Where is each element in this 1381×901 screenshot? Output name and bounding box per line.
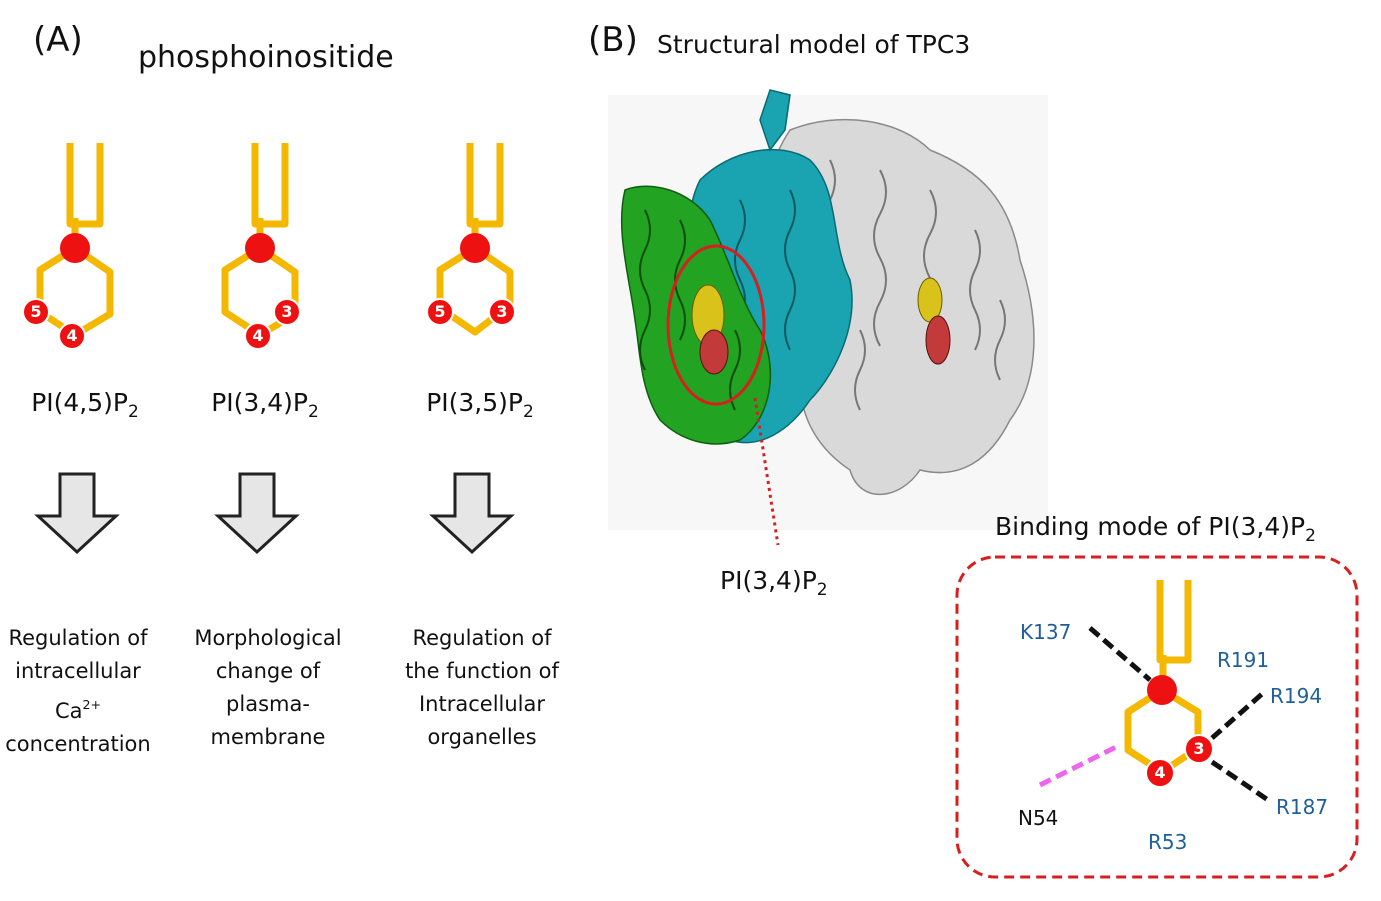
interaction-k137 — [1088, 626, 1152, 682]
interaction-r194 — [1210, 692, 1264, 740]
bound-pip-ligand-left — [691, 284, 729, 375]
down-arrow-2 — [214, 472, 300, 555]
cyan-domain-detail — [734, 189, 796, 351]
inositol-phosphate-head-2 — [245, 233, 275, 263]
pip-name-3: PI(3,5)P2 — [426, 388, 534, 422]
position-number-2b: 3 — [281, 302, 293, 321]
panel-a-title: phosphoinositide — [138, 40, 394, 75]
pip-function-3: Regulation of the function of Intracellu… — [405, 626, 559, 749]
inositol-phosphate-head-3 — [460, 233, 490, 263]
binding-phosphate-4 — [1145, 758, 1175, 788]
binding-phosphate-3 — [1184, 734, 1214, 764]
residue-r53: R53 — [1148, 830, 1188, 854]
interaction-n54 — [1038, 743, 1120, 788]
ligand-callout-label: PI(3,4)P2 — [720, 566, 828, 600]
pip-function-1: Regulation of intracellular Ca2+ concent… — [5, 626, 151, 756]
position-number-3b: 3 — [496, 302, 508, 321]
panel-a-label: (A) — [33, 20, 83, 60]
residue-r194: R194 — [1270, 684, 1323, 708]
bound-pip-ligand-right — [917, 277, 951, 365]
pip-function-2: Morphological change of plasma-membrane — [194, 626, 342, 749]
phosphate-position-3a — [426, 298, 454, 326]
residue-r191: R191 — [1217, 648, 1270, 672]
interaction-r187 — [1210, 759, 1270, 803]
binding-mode-title: Binding mode of PI(3,4)P2 — [995, 512, 1316, 546]
binding-site-highlight — [666, 244, 766, 406]
pip-name-1: PI(4,5)P2 — [31, 388, 139, 422]
binding-mode-box — [955, 555, 1359, 879]
position-number-2a: 4 — [252, 326, 264, 345]
phosphate-position-1b — [58, 322, 86, 350]
down-arrow-1 — [34, 472, 120, 555]
phosphate-position-2a — [244, 322, 272, 350]
binding-position-number-4: 4 — [1154, 763, 1166, 782]
phosphate-position-3b — [488, 298, 516, 326]
panel-b-label: (B) — [588, 20, 638, 60]
position-number-1b: 4 — [66, 326, 78, 345]
position-number-3a: 5 — [434, 302, 446, 321]
residue-n54: N54 — [1018, 806, 1059, 830]
residue-r187: R187 — [1276, 795, 1329, 819]
pip-name-2: PI(3,4)P2 — [211, 388, 319, 422]
phosphate-position-1a — [22, 298, 50, 326]
panel-b-title: Structural model of TPC3 — [657, 30, 971, 59]
position-number-1a: 5 — [30, 302, 42, 321]
residue-k137: K137 — [1020, 620, 1072, 644]
phosphate-position-2b — [273, 298, 301, 326]
binding-phosphate-head — [1147, 675, 1177, 705]
binding-position-number-3: 3 — [1193, 739, 1205, 758]
down-arrow-3 — [429, 472, 515, 555]
inositol-phosphate-head-1 — [60, 233, 90, 263]
